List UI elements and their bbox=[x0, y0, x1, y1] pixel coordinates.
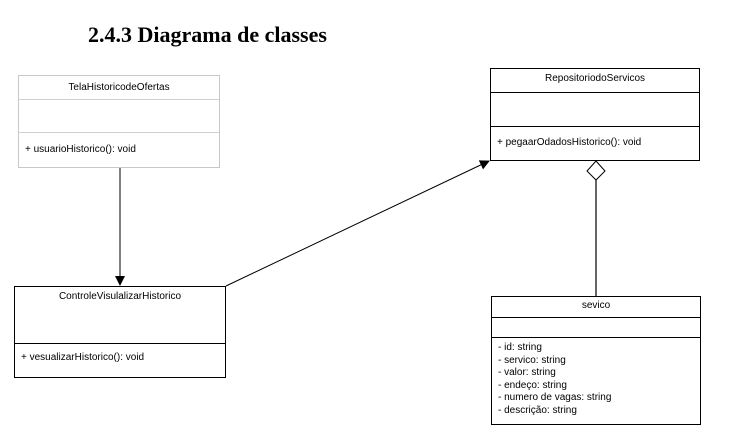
methods-compartment: + usuarioHistorico(): void bbox=[19, 133, 219, 167]
attribute-row: - endeço: string bbox=[498, 379, 567, 391]
class-controle-visualizar-historico[interactable]: ControleVisulalizarHistorico + vesualiza… bbox=[14, 286, 226, 378]
class-name: RepositoriodoServicos bbox=[491, 69, 699, 93]
class-tela-historico-de-ofertas[interactable]: TelaHistoricodeOfertas + usuarioHistoric… bbox=[18, 75, 220, 168]
method-row: + usuarioHistorico(): void bbox=[25, 144, 136, 155]
attribute-row: - descrição: string bbox=[498, 404, 577, 416]
attribute-row: - id: string bbox=[498, 342, 542, 353]
class-name: sevico bbox=[492, 297, 700, 318]
attributes-compartment-top bbox=[492, 318, 700, 338]
attributes-list: - id: string - servico: string - valor: … bbox=[492, 338, 700, 424]
page-title: 2.4.3 Diagrama de classes bbox=[88, 22, 327, 47]
attribute-row: - servico: string bbox=[498, 354, 566, 366]
class-repositorio-do-servicos[interactable]: RepositoriodoServicos + pegaarOdadosHist… bbox=[490, 68, 700, 161]
attribute-row: - numero de vagas: string bbox=[498, 392, 612, 403]
attributes-compartment bbox=[491, 93, 699, 127]
method-row: + pegaarOdadosHistorico(): void bbox=[497, 137, 642, 148]
class-servico[interactable]: sevico - id: string - servico: string - … bbox=[491, 296, 701, 425]
methods-compartment: + vesualizarHistorico(): void bbox=[15, 344, 225, 377]
attribute-row: - valor: string bbox=[498, 367, 556, 378]
method-row: + vesualizarHistorico(): void bbox=[21, 352, 145, 363]
association-controle-repositorio bbox=[225, 160, 490, 287]
methods-compartment: + pegaarOdadosHistorico(): void bbox=[491, 127, 699, 160]
aggregation-diamond bbox=[586, 160, 606, 181]
attributes-compartment bbox=[15, 311, 225, 344]
class-name: TelaHistoricodeOfertas bbox=[19, 76, 219, 100]
class-name: ControleVisulalizarHistorico bbox=[58, 291, 182, 302]
attributes-compartment bbox=[19, 100, 219, 133]
